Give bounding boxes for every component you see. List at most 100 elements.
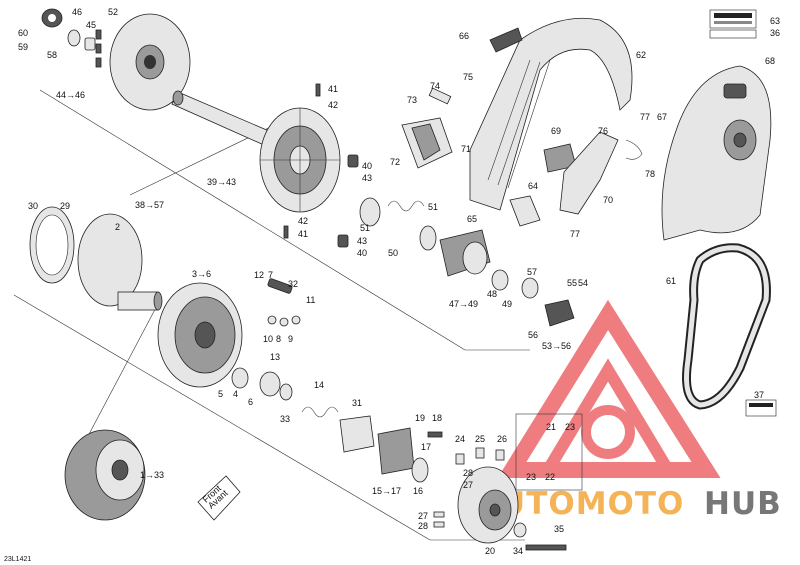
small-hardware (427, 413, 583, 528)
part-label-l40a: 40 (362, 161, 372, 171)
driven-pulley-movable-sheave (259, 107, 341, 213)
secondary-spring (359, 197, 437, 251)
part-label-l76: 76 (598, 126, 608, 136)
drive-belt (682, 243, 771, 410)
part-label-l59: 59 (18, 42, 28, 52)
part-label-l27b: 27 (418, 511, 428, 521)
governor-cup (457, 466, 519, 544)
part-label-l75: 75 (463, 72, 473, 82)
part-label-l51a: 51 (360, 223, 370, 233)
part-label-l66: 66 (459, 31, 469, 41)
part-label-l48: 48 (487, 289, 497, 299)
part-label-l52: 52 (108, 7, 118, 17)
part-label-l32: 32 (288, 279, 298, 289)
crankshaft-bolt (513, 522, 567, 551)
drive-pulley-fixed-sheave (77, 213, 163, 311)
watermark-logo (497, 299, 721, 478)
part-label-l18: 18 (432, 413, 442, 423)
part-label-l31: 31 (352, 398, 362, 408)
drive-pulley-movable-sheave (157, 282, 243, 388)
cam-assembly (439, 229, 575, 327)
part-label-l77b: 77 (570, 229, 580, 239)
part-label-l50: 50 (388, 248, 398, 258)
part-label-l43a: 43 (362, 173, 372, 183)
part-label-l23a: 23 (565, 422, 575, 432)
part-label-l37: 37 (754, 390, 764, 400)
part-label-l70: 70 (603, 195, 613, 205)
part-label-l60: 60 (18, 28, 28, 38)
part-label-l57: 57 (527, 267, 537, 277)
part-label-l72: 72 (390, 157, 400, 167)
part-label-l47: 47→49 (449, 299, 478, 309)
part-label-l20: 20 (485, 546, 495, 556)
part-label-l74: 74 (430, 81, 440, 91)
part-label-l27a: 27 (463, 480, 473, 490)
part-label-l36: 36 (770, 28, 780, 38)
clutch-housing-cover (661, 65, 772, 241)
part-label-l51b: 51 (428, 202, 438, 212)
part-label-l64: 64 (528, 181, 538, 191)
part-label-l34: 34 (513, 546, 523, 556)
primary-spring-and-cover (231, 367, 429, 483)
part-label-l10: 10 (263, 334, 273, 344)
part-label-l15: 15→17 (372, 486, 401, 496)
part-label-l7: 7 (268, 270, 273, 280)
part-label-l55: 55 (567, 278, 577, 288)
watermark-ring (581, 405, 635, 459)
part-label-l2: 2 (115, 222, 120, 232)
part-label-l16: 16 (413, 486, 423, 496)
part-label-l22: 22 (545, 472, 555, 482)
part-label-l4: 4 (233, 389, 238, 399)
part-label-l69: 69 (551, 126, 561, 136)
watermark-triangle-outer (497, 299, 721, 478)
part-label-l25: 25 (475, 434, 485, 444)
part-label-l41a: 41 (328, 84, 338, 94)
decal-labels (709, 9, 757, 39)
part-label-l8: 8 (276, 334, 281, 344)
part-label-l17a: 17 (421, 442, 431, 452)
part-label-l71: 71 (461, 144, 471, 154)
front-direction-arrow (197, 475, 241, 521)
part-label-l49: 49 (502, 299, 512, 309)
ring-gear (29, 206, 75, 284)
driven-pulley-fixed-sheave (109, 13, 191, 111)
part-label-l73: 73 (407, 95, 417, 105)
part-label-l62: 62 (636, 50, 646, 60)
part-label-l77a: 77 (640, 112, 650, 122)
part-label-l68: 68 (765, 56, 775, 66)
part-label-l38: 38→57 (135, 200, 164, 210)
part-label-l42b: 42 (298, 216, 308, 226)
part-label-l63: 63 (770, 16, 780, 26)
part-label-l46a: 46 (72, 7, 82, 17)
part-label-l33: 33 (280, 414, 290, 424)
part-label-l39: 39→43 (207, 177, 236, 187)
part-label-l44: 44→46 (56, 90, 85, 100)
watermark-word-2: HUB (704, 486, 782, 522)
part-label-l43b: 43 (357, 236, 367, 246)
part-label-l5: 5 (218, 389, 223, 399)
brackets-and-fasteners (401, 87, 643, 227)
cam-ring-small-parts (41, 8, 102, 68)
part-label-l53: 53→56 (542, 341, 571, 351)
part-label-l41b: 41 (298, 229, 308, 239)
belt-tag (745, 399, 777, 417)
part-label-l23b: 23 (526, 472, 536, 482)
part-label-l35: 35 (554, 524, 564, 534)
watermark-triangle-inner (537, 358, 679, 476)
part-label-l61: 61 (666, 276, 676, 286)
part-label-l1: 1→33 (140, 470, 164, 480)
part-label-l26: 26 (497, 434, 507, 444)
part-label-l65: 65 (467, 214, 477, 224)
part-label-l13: 13 (270, 352, 280, 362)
part-label-l29: 29 (60, 201, 70, 211)
part-label-l14: 14 (314, 380, 324, 390)
part-label-l45: 45 (86, 20, 96, 30)
guard-bumper (489, 27, 523, 53)
rollers-and-screws (283, 83, 359, 248)
part-label-l30: 30 (28, 201, 38, 211)
part-label-l67: 67 (657, 112, 667, 122)
part-label-l28b: 28 (418, 521, 428, 531)
part-number-labels: 60595846455244→464142404339→4338→5742414… (18, 7, 780, 556)
part-label-l24: 24 (455, 434, 465, 444)
